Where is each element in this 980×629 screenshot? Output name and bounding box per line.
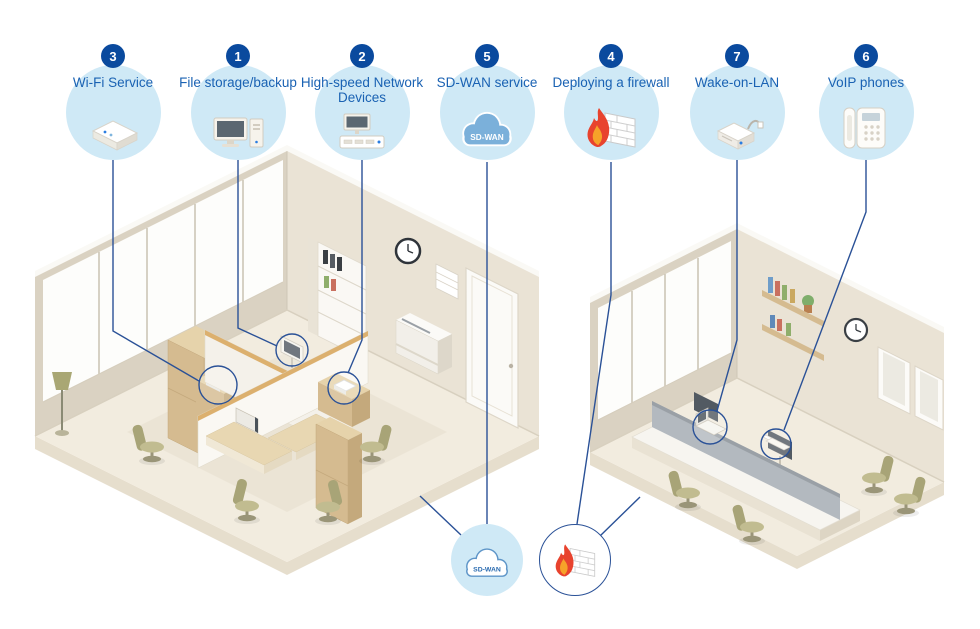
sdwan-bottom-badge: SD-WAN	[451, 524, 523, 596]
connector-firewall	[576, 162, 612, 525]
copier-printer	[395, 313, 452, 375]
highlight-network-device	[327, 371, 361, 405]
callout-label: Wi-Fi Service	[72, 75, 154, 90]
connector-wake-on-lan	[716, 160, 738, 412]
callout-file-storage: 1 File storage/backup	[168, 44, 308, 160]
office-chair	[861, 455, 894, 496]
wall-cap	[35, 145, 287, 277]
office-chair	[232, 479, 260, 524]
right-room-windows	[597, 241, 732, 421]
callout-number-badge: 5	[475, 44, 499, 68]
callout-label: Wake-on-LAN	[694, 75, 780, 90]
callout-bubble: SD-WAN	[439, 65, 535, 160]
right-office-room	[589, 223, 945, 569]
floor-lamp	[52, 372, 72, 436]
connector-file-storage	[237, 160, 278, 347]
desk-front-left	[205, 421, 293, 474]
wall-clock	[843, 317, 869, 343]
callout-number-badge: 1	[226, 44, 250, 68]
wake-on-lan-laptop	[695, 407, 727, 436]
highlight-file-storage	[275, 333, 309, 367]
wall-cap	[287, 145, 539, 277]
callout-bubble	[689, 65, 785, 160]
right-floor-slab	[590, 452, 944, 569]
highlight-wake-on-lan	[692, 409, 728, 445]
office-chair	[315, 480, 343, 525]
office-chair	[893, 476, 926, 517]
firewall-icon	[587, 108, 636, 148]
tan-wardrobe	[315, 417, 362, 525]
highlight-voip-phone	[760, 428, 792, 460]
sdwan-cloud-icon: SD-WAN	[462, 111, 512, 147]
office-chair	[132, 424, 165, 465]
office-chair	[359, 424, 392, 465]
firewall-icon	[555, 544, 596, 577]
file-storage-computer	[280, 335, 304, 368]
connector-wifi	[112, 160, 200, 382]
callout-wake-on-lan: 7 Wake-on-LAN	[667, 44, 807, 160]
callout-number-badge: 3	[101, 44, 125, 68]
connector-sdwan-left-room	[419, 495, 462, 536]
left-room-windows	[42, 160, 284, 403]
callout-number-badge: 2	[350, 44, 374, 68]
wake-on-lan-icon	[716, 119, 764, 150]
office-chair	[732, 504, 765, 545]
desk-monitor	[235, 407, 259, 434]
callout-label: File storage/backup	[179, 75, 297, 90]
wall-shelves	[762, 277, 824, 361]
callout-number-badge: 7	[725, 44, 749, 68]
bookcase	[308, 237, 367, 361]
connector-lines	[112, 160, 867, 537]
highlight-circles	[198, 333, 792, 460]
callout-label: High-speed Network Devices	[300, 75, 424, 106]
callout-wifi-service: 3 Wi-Fi Service	[43, 44, 183, 160]
picture-frame	[914, 365, 944, 431]
sdwan-cloud-icon: SD-WAN	[466, 548, 508, 577]
connector-voip	[783, 160, 867, 431]
callout-label: Deploying a firewall	[552, 75, 670, 90]
wall-clock	[394, 237, 422, 265]
office-chair	[668, 470, 701, 511]
callout-sdwan-service: 5 SD-WAN service SD-WAN	[417, 44, 557, 160]
callout-number-badge: 4	[599, 44, 623, 68]
callout-deploy-firewall: 4 Deploying a firewall	[541, 44, 681, 160]
firewall-bottom-badge	[539, 524, 611, 596]
wifi-router-icon	[91, 120, 139, 151]
network-device-icon	[339, 113, 385, 149]
callout-bubble	[563, 65, 659, 160]
sdwan-cloud-text: SD-WAN	[470, 133, 503, 142]
voip-phone-icon	[843, 107, 886, 149]
wall-calendar	[435, 263, 459, 300]
desktop-computer-icon	[213, 117, 264, 148]
connector-firewall-right-room	[599, 496, 641, 537]
voip-phone-device	[762, 434, 791, 451]
right-room-right-wall	[737, 228, 944, 482]
callout-bubble	[190, 65, 286, 160]
callout-bubble	[314, 65, 410, 160]
sdwan-cloud-text: SD-WAN	[473, 566, 501, 573]
connector-network-devices	[347, 160, 363, 374]
callout-number-badge: 6	[854, 44, 878, 68]
callout-bubble	[65, 65, 161, 160]
callout-network-devices: 2 High-speed Network Devices	[292, 44, 432, 160]
callout-label: VoIP phones	[827, 75, 905, 90]
callout-label: SD-WAN service	[436, 75, 538, 90]
callout-bubble	[818, 65, 914, 160]
network-device-box	[333, 379, 357, 395]
baseboard	[34, 309, 540, 437]
door	[465, 267, 519, 429]
highlight-wifi-router	[198, 365, 238, 405]
callout-voip-phones: 6 VoIP phones	[796, 44, 936, 160]
picture-frame	[877, 346, 911, 415]
